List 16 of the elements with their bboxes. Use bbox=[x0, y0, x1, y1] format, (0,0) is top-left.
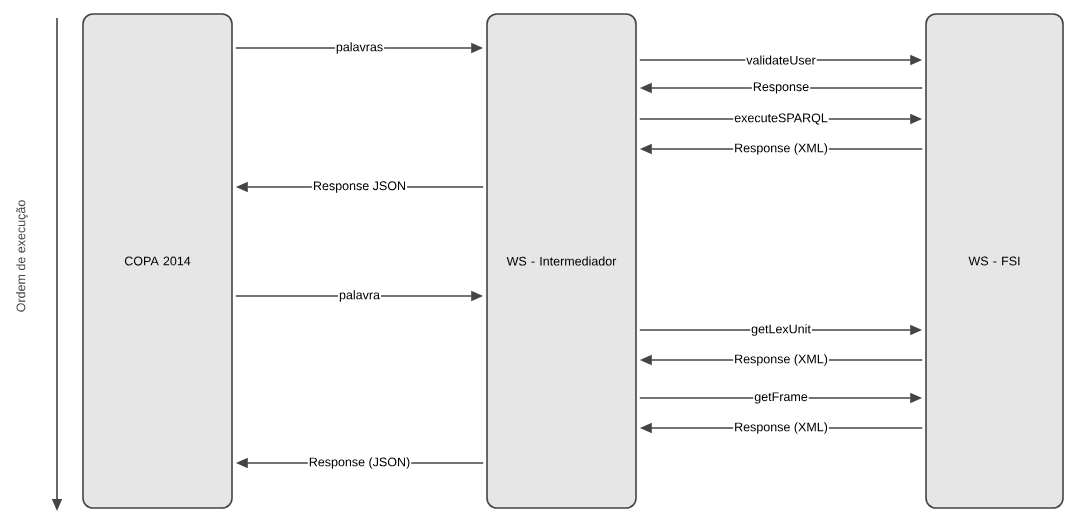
edge-label: Response JSON bbox=[311, 180, 408, 194]
edge-label: validateUser bbox=[745, 54, 817, 66]
service-box: WS - FSI bbox=[925, 13, 1064, 509]
edge-label: Response (XML) bbox=[733, 421, 829, 435]
edge-label: getFrame bbox=[753, 391, 809, 405]
edge-label: palavra bbox=[338, 289, 381, 303]
service-box: WS - Intermediador bbox=[486, 13, 637, 509]
axis-label: Ordem de execução bbox=[16, 200, 28, 312]
edge-label: Response (XML) bbox=[733, 142, 829, 156]
edge-label: Response (XML) bbox=[733, 353, 829, 367]
edge-label: Response bbox=[751, 81, 811, 95]
service-box: COPA 2014 bbox=[82, 13, 233, 509]
edge-label: palavras bbox=[334, 41, 385, 55]
edge-label: executeSPARQL bbox=[733, 112, 829, 126]
edge-label: getLexUnit bbox=[750, 323, 812, 337]
edge-label: Response (JSON) bbox=[307, 456, 412, 470]
